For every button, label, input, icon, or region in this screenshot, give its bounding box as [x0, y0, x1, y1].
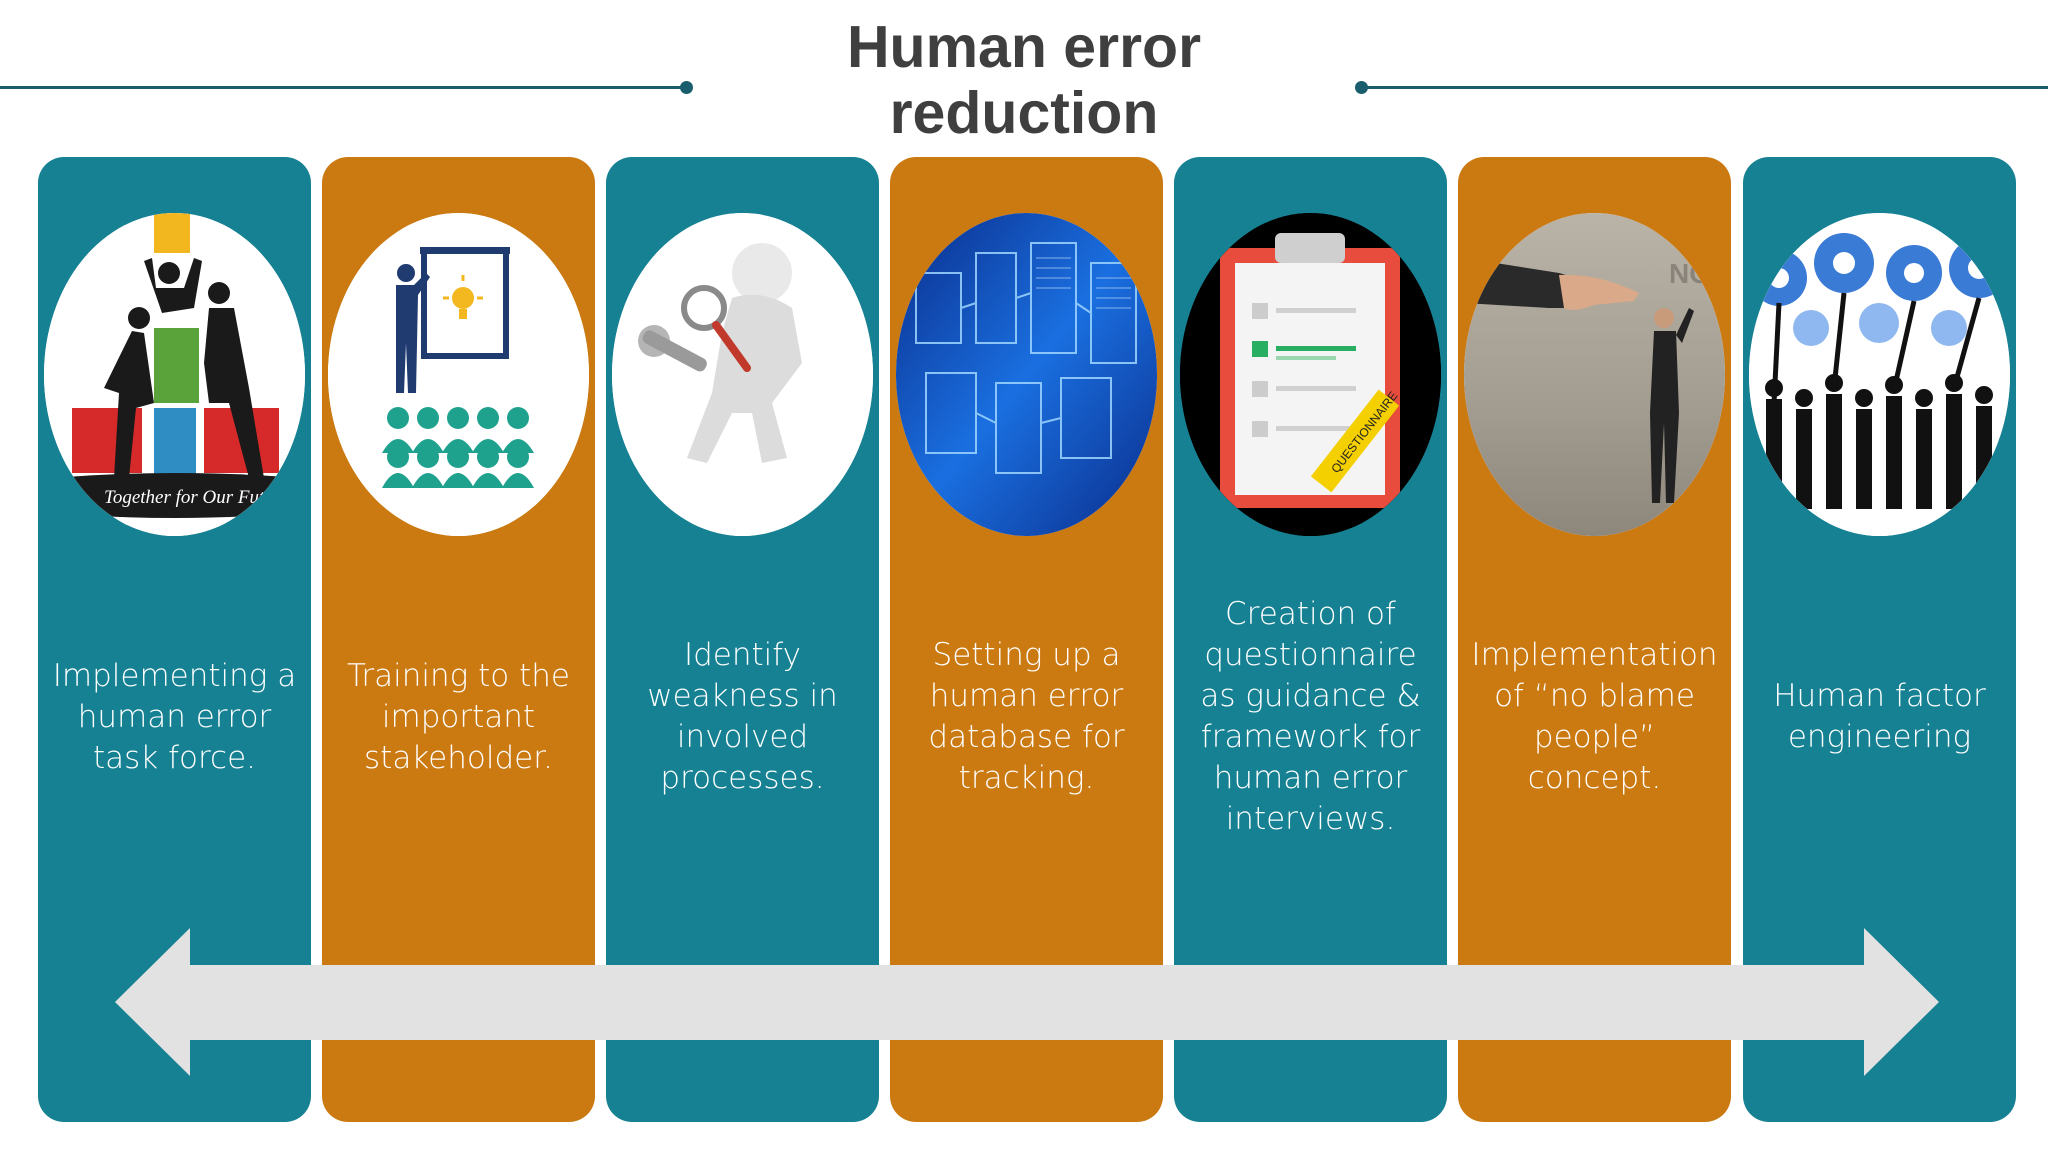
database-schema-image [896, 213, 1157, 536]
step-caption-task-force: Implementing a human error task force. [52, 657, 297, 776]
questionnaire-clipboard-icon: QUESTIONNAIRE [1180, 213, 1441, 536]
page-title: Human error reduction [724, 14, 1324, 146]
step-panel-database: Setting up a human error database for tr… [890, 157, 1163, 1122]
title-dot-right [1355, 81, 1368, 94]
title-line-2: reduction [889, 80, 1159, 146]
people-holding-gears-image [1749, 213, 2010, 536]
step-caption-training: Training to the important stakeholder. [347, 657, 570, 776]
step-caption-no-blame: Implementation of “no blame people” conc… [1471, 637, 1718, 796]
title-line-right [1362, 86, 2048, 89]
step-caption-identify-weakness: Identify weakness in involved processes. [647, 637, 838, 796]
teamwork-blocks-image: Together for Our Future G [44, 213, 305, 536]
step-panel-task-force: Together for Our Future G Implementing a… [38, 157, 311, 1122]
step-panel-identify-weakness: Identify weakness in involved processes. [606, 157, 879, 1122]
step-caption-questionnaire: Creation of questionnaire as guidance & … [1200, 596, 1421, 837]
presentation-training-icon [328, 213, 589, 536]
step-caption-database: Setting up a human error database for tr… [928, 637, 1125, 796]
title-line-1: Human error [846, 14, 1202, 80]
magnifying-glass-figure-image [612, 213, 873, 536]
step-panel-training: Training to the important stakeholder. [322, 157, 595, 1122]
step-panel-human-factor: Human factor engineering [1743, 157, 2016, 1122]
steps-panel-group: Together for Our Future G Implementing a… [38, 157, 2016, 1122]
no-wall-text: NO [1669, 258, 1711, 289]
title-dot-left [680, 81, 693, 94]
step-panel-questionnaire: QUESTIONNAIRE Creation of questionnaire … [1174, 157, 1447, 1122]
title-line-left [0, 86, 686, 89]
teamwork-image-text: Together for Our Future G [104, 487, 305, 508]
step-panel-no-blame: NO Implementation of “no blame people” c… [1458, 157, 1731, 1122]
step-caption-human-factor: Human factor engineering [1773, 678, 1986, 755]
pointing-finger-blame-image: NO [1464, 213, 1725, 536]
